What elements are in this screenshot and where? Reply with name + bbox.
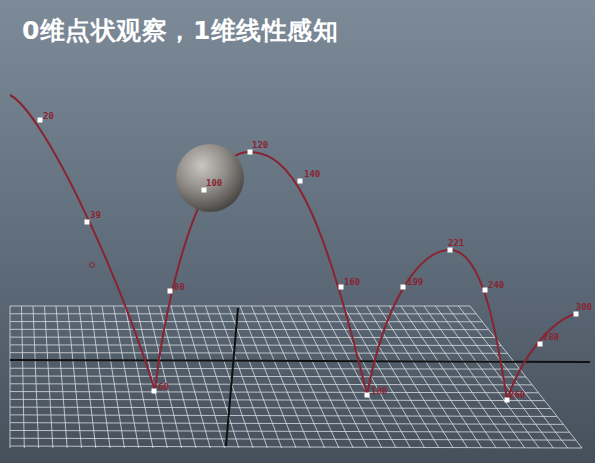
grid-line	[447, 306, 553, 448]
grid-line	[137, 306, 168, 448]
frame-number: 260	[509, 391, 525, 400]
grid-axis	[10, 360, 590, 362]
grid-line	[10, 306, 11, 448]
frame-number: 140	[304, 170, 320, 179]
frame-number: 120	[252, 141, 268, 150]
keyframe-dot	[202, 188, 207, 193]
grid-line	[91, 306, 111, 448]
grid-line	[298, 306, 368, 448]
grid-line	[401, 306, 496, 448]
keyframe-dot	[574, 312, 579, 317]
grid-axis	[226, 308, 238, 446]
frame-number: 100	[206, 179, 222, 188]
grid-line	[275, 306, 339, 448]
keyframe-dots	[38, 118, 579, 403]
grid-line	[263, 306, 325, 448]
frame-number: 180	[371, 387, 387, 396]
slide-title: 0维点状观察，1维线性感知	[22, 14, 338, 47]
frame-number: 280	[543, 333, 559, 342]
grid-line	[413, 306, 511, 448]
ball	[176, 144, 244, 212]
keyframe-dot	[38, 118, 43, 123]
grid-line	[378, 306, 468, 448]
grid-line	[355, 306, 439, 448]
grid-line	[171, 306, 210, 448]
keyframe-dot	[538, 342, 543, 347]
grid-line	[22, 306, 25, 448]
frame-number: 39	[90, 211, 101, 220]
keyframe-dot	[401, 285, 406, 290]
frame-number: 300	[576, 303, 592, 312]
motion-trail	[10, 95, 578, 400]
grid-line	[206, 306, 254, 448]
grid-line	[367, 306, 454, 448]
grid-line	[217, 306, 267, 448]
frame-number: 80	[174, 283, 185, 292]
grid-line	[470, 306, 582, 448]
grid-line	[102, 306, 124, 448]
keyframe-dot	[505, 398, 510, 403]
keyframe-dot	[248, 150, 253, 155]
grid-line	[56, 306, 67, 448]
keyframe-dot	[339, 285, 344, 290]
frame-number: 160	[344, 278, 360, 287]
keyframe-dot	[365, 393, 370, 398]
frame-number: 240	[488, 281, 504, 290]
frame-number: 199	[407, 278, 423, 287]
frame-number: 20	[43, 112, 54, 121]
keyframe-dot	[448, 248, 453, 253]
keyframe-dot	[168, 289, 173, 294]
frame-number: 221	[448, 239, 464, 248]
keyframe-dot	[85, 220, 90, 225]
trail-marker	[90, 263, 95, 268]
grid-line	[45, 306, 53, 448]
grid-line	[194, 306, 239, 448]
grid-line	[240, 306, 296, 448]
keyframe-dot	[483, 288, 488, 293]
grid-line	[125, 306, 153, 448]
grid-line	[183, 306, 225, 448]
floor-grid	[10, 306, 582, 448]
grid-line	[390, 306, 482, 448]
frame-number: 60	[158, 383, 169, 392]
keyframe-dot	[152, 389, 157, 394]
grid-line	[252, 306, 311, 448]
keyframe-dot	[298, 179, 303, 184]
grid-line	[33, 306, 39, 448]
grid-line	[68, 306, 82, 448]
grid-line	[114, 306, 139, 448]
